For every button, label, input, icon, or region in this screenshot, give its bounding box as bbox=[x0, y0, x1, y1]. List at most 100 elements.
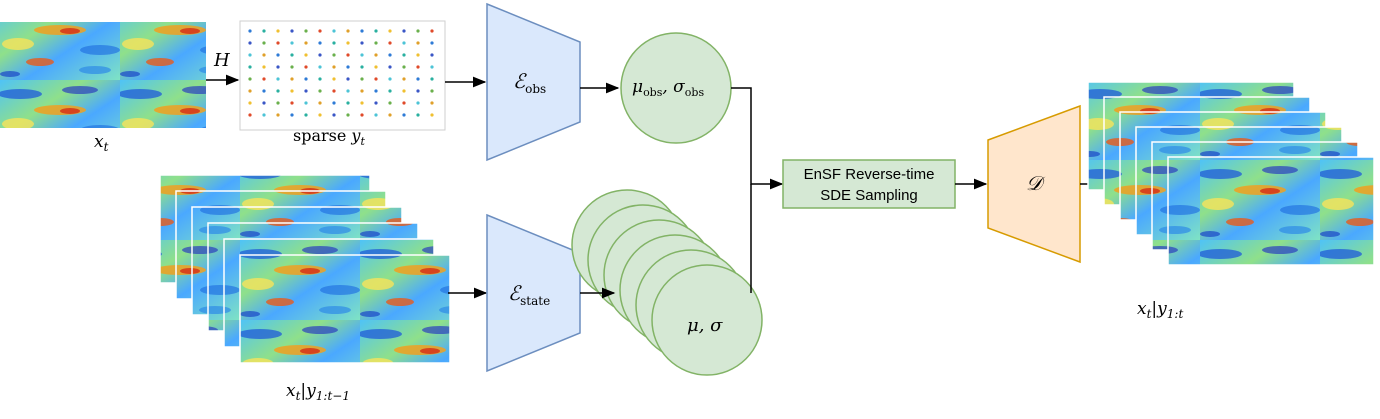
observation-dot bbox=[374, 101, 378, 105]
observation-dot bbox=[402, 41, 406, 45]
sparse-observation-dots bbox=[248, 29, 434, 117]
observation-dot bbox=[248, 65, 252, 69]
observation-dot bbox=[416, 65, 420, 69]
observation-dot bbox=[290, 77, 294, 81]
observation-dot bbox=[388, 29, 392, 33]
observation-dot bbox=[430, 113, 434, 117]
observation-dot bbox=[248, 53, 252, 57]
observation-dot bbox=[346, 29, 350, 33]
observation-dot bbox=[304, 29, 308, 33]
observation-dot bbox=[416, 113, 420, 117]
observation-dot bbox=[402, 29, 406, 33]
observation-dot bbox=[374, 29, 378, 33]
observation-dot bbox=[276, 77, 280, 81]
observation-dot bbox=[346, 41, 350, 45]
observation-dot bbox=[248, 41, 252, 45]
ensf-sampler-box bbox=[782, 159, 956, 209]
observation-dot bbox=[248, 29, 252, 33]
observation-dot bbox=[388, 113, 392, 117]
observation-dot bbox=[290, 101, 294, 105]
state-encoder-label: ℰstate bbox=[508, 281, 550, 308]
observation-dot bbox=[346, 113, 350, 117]
observation-dot bbox=[262, 53, 266, 57]
observation-dot bbox=[360, 113, 364, 117]
observation-dot bbox=[430, 65, 434, 69]
obs-encoder-label: ℰobs bbox=[513, 69, 546, 96]
x-t-label: xt bbox=[94, 132, 109, 154]
observation-dot bbox=[402, 113, 406, 117]
ensf-sampler-line1: EnSF Reverse-time bbox=[804, 166, 935, 183]
observation-dot bbox=[346, 89, 350, 93]
observation-dot bbox=[388, 41, 392, 45]
observation-dot bbox=[402, 89, 406, 93]
observation-dot bbox=[388, 53, 392, 57]
observation-dot bbox=[304, 113, 308, 117]
observation-dot bbox=[262, 41, 266, 45]
observation-dot bbox=[346, 77, 350, 81]
observation-dot bbox=[290, 113, 294, 117]
observation-dot bbox=[430, 41, 434, 45]
ensf-sampler-line2: SDE Sampling bbox=[820, 187, 918, 204]
observation-dot bbox=[430, 77, 434, 81]
observation-dot bbox=[332, 77, 336, 81]
prior-state-label: xt|y1:t−1 bbox=[286, 381, 350, 403]
h-operator-label: H bbox=[213, 50, 230, 71]
obs-encoder bbox=[486, 2, 581, 162]
observation-dot bbox=[430, 53, 434, 57]
observation-dot bbox=[276, 113, 280, 117]
observation-dot bbox=[290, 41, 294, 45]
observation-dot bbox=[416, 101, 420, 105]
prior-state-ensemble bbox=[159, 174, 451, 364]
observation-dot bbox=[360, 77, 364, 81]
observation-dot bbox=[318, 89, 322, 93]
decoder bbox=[987, 104, 1081, 264]
observation-dot bbox=[374, 65, 378, 69]
state-stats-ensemble bbox=[571, 189, 763, 376]
observation-dot bbox=[416, 41, 420, 45]
sparse-y-t-label: sparse yt bbox=[293, 126, 365, 148]
observation-dot bbox=[304, 53, 308, 57]
obs-to-sampler-connector bbox=[731, 87, 784, 190]
observation-dot bbox=[262, 89, 266, 93]
observation-dot bbox=[318, 113, 322, 117]
observation-dot bbox=[262, 113, 266, 117]
prior-ensemble-member bbox=[239, 254, 451, 364]
observation-dot bbox=[276, 89, 280, 93]
observation-dot bbox=[332, 113, 336, 117]
observation-dot bbox=[402, 77, 406, 81]
observation-dot bbox=[318, 65, 322, 69]
observation-dot bbox=[248, 77, 252, 81]
posterior-ensemble-member bbox=[1167, 156, 1375, 266]
posterior-state-ensemble bbox=[1087, 81, 1375, 266]
observation-dot bbox=[318, 53, 322, 57]
observation-dot bbox=[416, 29, 420, 33]
observation-dot bbox=[332, 29, 336, 33]
observation-dot bbox=[374, 89, 378, 93]
state-stats-node bbox=[651, 264, 763, 376]
observation-dot bbox=[290, 65, 294, 69]
observation-dot bbox=[374, 77, 378, 81]
observation-dot bbox=[360, 101, 364, 105]
observation-dot bbox=[318, 41, 322, 45]
observation-dot bbox=[304, 65, 308, 69]
observation-dot bbox=[262, 29, 266, 33]
observation-dot bbox=[318, 101, 322, 105]
observation-dot bbox=[360, 29, 364, 33]
posterior-state-label: xt|y1:t bbox=[1137, 299, 1183, 321]
observation-dot bbox=[360, 41, 364, 45]
observation-dot bbox=[360, 53, 364, 57]
observation-dot bbox=[290, 89, 294, 93]
observation-dot bbox=[248, 101, 252, 105]
observation-dot bbox=[416, 53, 420, 57]
observation-dot bbox=[416, 77, 420, 81]
observation-dot bbox=[332, 65, 336, 69]
observation-dot bbox=[332, 89, 336, 93]
observation-dot bbox=[318, 77, 322, 81]
observation-dot bbox=[402, 53, 406, 57]
observation-dot bbox=[248, 89, 252, 93]
observation-dot bbox=[388, 77, 392, 81]
observation-dot bbox=[262, 65, 266, 69]
observation-dot bbox=[388, 101, 392, 105]
decoder-label: 𝒟 bbox=[1026, 171, 1046, 195]
observation-dot bbox=[346, 65, 350, 69]
